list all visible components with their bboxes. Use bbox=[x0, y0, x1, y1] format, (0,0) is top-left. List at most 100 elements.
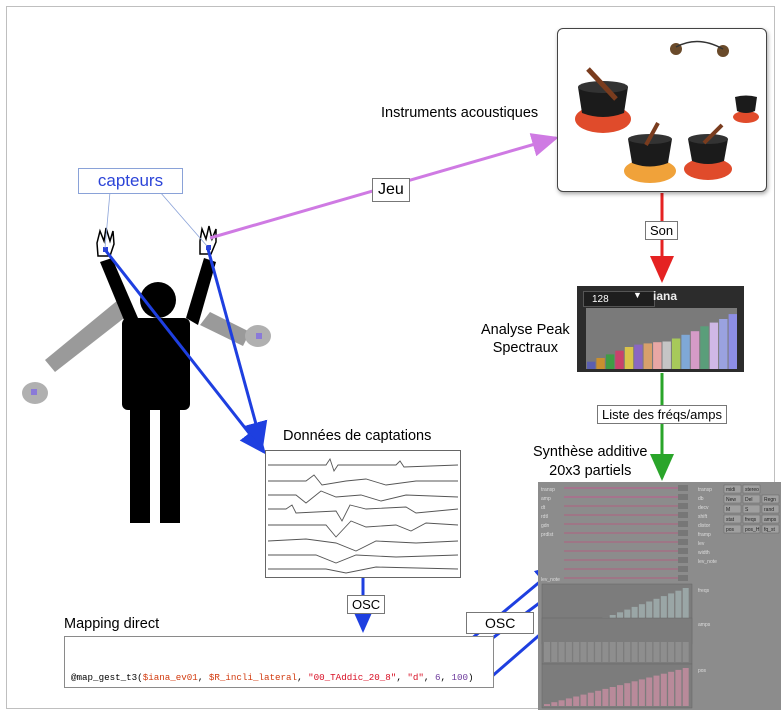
synth-bar bbox=[595, 642, 602, 662]
code-token-var2: $R_incli_lateral bbox=[208, 672, 298, 683]
synth-number-box bbox=[678, 548, 688, 554]
synth-panel-label: pos bbox=[698, 668, 707, 674]
synth-bar bbox=[580, 642, 587, 662]
capteurs-label: capteurs bbox=[78, 168, 183, 194]
code-token-str2: "amp" bbox=[407, 687, 435, 688]
synth-number-box bbox=[678, 566, 688, 572]
sensor-waveforms bbox=[267, 457, 459, 574]
mapping-code-box: @map_gest_t3($iana_ev01, $R_incli_latera… bbox=[64, 636, 494, 688]
synth-bar bbox=[653, 642, 660, 662]
spectrum-bar bbox=[681, 334, 690, 369]
synth-bar bbox=[638, 679, 645, 706]
synth-bar bbox=[624, 683, 631, 706]
synth-number-box bbox=[678, 539, 688, 545]
code-token-end: ) bbox=[485, 687, 491, 688]
code-token-var1: $iana_ev01 bbox=[142, 672, 198, 683]
code-token-sep2: , bbox=[297, 672, 309, 683]
spectrum-bar bbox=[709, 322, 719, 369]
synth-button bbox=[742, 504, 761, 514]
code-token-str2: "d" bbox=[407, 672, 424, 683]
synth-right-label: decv bbox=[698, 505, 709, 511]
synth-button bbox=[742, 514, 761, 524]
spectrum-bar bbox=[596, 358, 605, 369]
code-token-n1: 6 bbox=[434, 672, 441, 683]
synth-button bbox=[723, 484, 742, 494]
synth-number-box bbox=[678, 521, 688, 527]
code-token-sep5: , bbox=[440, 672, 452, 683]
jeu-label: Jeu bbox=[372, 178, 410, 202]
synth-right-label: framp bbox=[698, 532, 711, 538]
chevron-down-icon: ▼ bbox=[633, 290, 642, 300]
synth-button-label: Regn bbox=[764, 497, 776, 503]
spectrum-panel: 128 ▼ iana bbox=[577, 286, 744, 372]
ghost-arms bbox=[22, 300, 271, 404]
synth-number-box bbox=[678, 494, 688, 500]
spectrum-bar bbox=[690, 331, 700, 369]
code-token-sep1: , bbox=[197, 672, 209, 683]
synth-bar bbox=[675, 642, 682, 662]
donnees-label: Données de captations bbox=[283, 428, 432, 444]
synth-button bbox=[742, 484, 761, 494]
synth-panel-label: amps bbox=[698, 622, 711, 628]
synth-button bbox=[742, 524, 761, 534]
synth-button bbox=[723, 514, 742, 524]
bowl-small bbox=[733, 95, 759, 123]
synth-right-label: lev bbox=[698, 541, 705, 547]
code-token-sep3: , bbox=[396, 687, 407, 688]
synth-bar bbox=[653, 675, 660, 706]
synth-right-label: distor bbox=[698, 523, 711, 529]
sensor-left bbox=[103, 247, 108, 252]
spectrum-bar bbox=[700, 326, 709, 369]
synth-bar bbox=[646, 642, 653, 662]
tingsha-cymbals bbox=[670, 40, 729, 57]
synthese-label: Synthèse additive 20x3 partiels bbox=[533, 444, 648, 479]
spectrum-size-select[interactable]: 128 bbox=[583, 291, 655, 307]
bowl-large bbox=[575, 67, 631, 133]
synth-bar bbox=[544, 642, 550, 662]
synth-bar bbox=[668, 642, 675, 662]
synth-number-box bbox=[678, 530, 688, 536]
code-token-sep4: , bbox=[435, 687, 446, 688]
synth-bar bbox=[682, 668, 689, 706]
code-token-str1: "00_TAddic_20_8" bbox=[308, 672, 397, 683]
synth-row-label: gdn bbox=[541, 523, 550, 529]
code-token-sep1: , bbox=[198, 687, 209, 688]
spectrum-plot bbox=[586, 308, 737, 369]
synth-bar bbox=[573, 696, 580, 706]
code-line: @map_gest_t3($iana_ev03, $R_incli_latera… bbox=[71, 685, 487, 688]
mapping-label: Mapping direct bbox=[64, 616, 160, 632]
synth-button-label: pos_H bbox=[745, 527, 760, 533]
code-token-var2: $R_incli_lateral bbox=[209, 687, 297, 688]
synth-button-label: freqs bbox=[745, 517, 757, 523]
synth-button-label: amps bbox=[764, 517, 777, 523]
synth-controls: transpampdtrdtlgdnprdlstlev_notetranspdb… bbox=[541, 484, 780, 709]
instruments-photo bbox=[557, 28, 767, 192]
synth-bar bbox=[551, 642, 558, 662]
synth-right-label: width bbox=[698, 550, 710, 556]
synth-button bbox=[723, 524, 742, 534]
capteurs-leader-left bbox=[104, 191, 111, 249]
sensor-data-arrow-left bbox=[104, 250, 266, 455]
code-token-sep2: , bbox=[297, 687, 308, 688]
synth-bar bbox=[682, 642, 689, 662]
spectrum-bar bbox=[653, 342, 662, 369]
synth-row-label: amp bbox=[541, 496, 551, 502]
synth-panel-label: freqs bbox=[698, 588, 710, 594]
outer-frame bbox=[6, 6, 775, 709]
synth-bar bbox=[587, 692, 594, 706]
synth-row-label: prdlst bbox=[541, 532, 554, 538]
synth-row-label: lev_note bbox=[541, 577, 560, 583]
synth-button bbox=[723, 494, 742, 504]
synth-button bbox=[761, 524, 780, 534]
synth-bar bbox=[675, 669, 682, 706]
synth-right-label: shift bbox=[698, 514, 708, 520]
spectrum-bar bbox=[615, 350, 624, 369]
son-label: Son bbox=[645, 221, 679, 240]
synth-bar bbox=[660, 642, 667, 662]
synth-button-label: New bbox=[726, 497, 736, 503]
synth-button-label: midi bbox=[726, 487, 735, 493]
synth-bar bbox=[631, 642, 638, 662]
synth-row-label: transp bbox=[541, 487, 555, 493]
synth-bar bbox=[638, 642, 645, 662]
